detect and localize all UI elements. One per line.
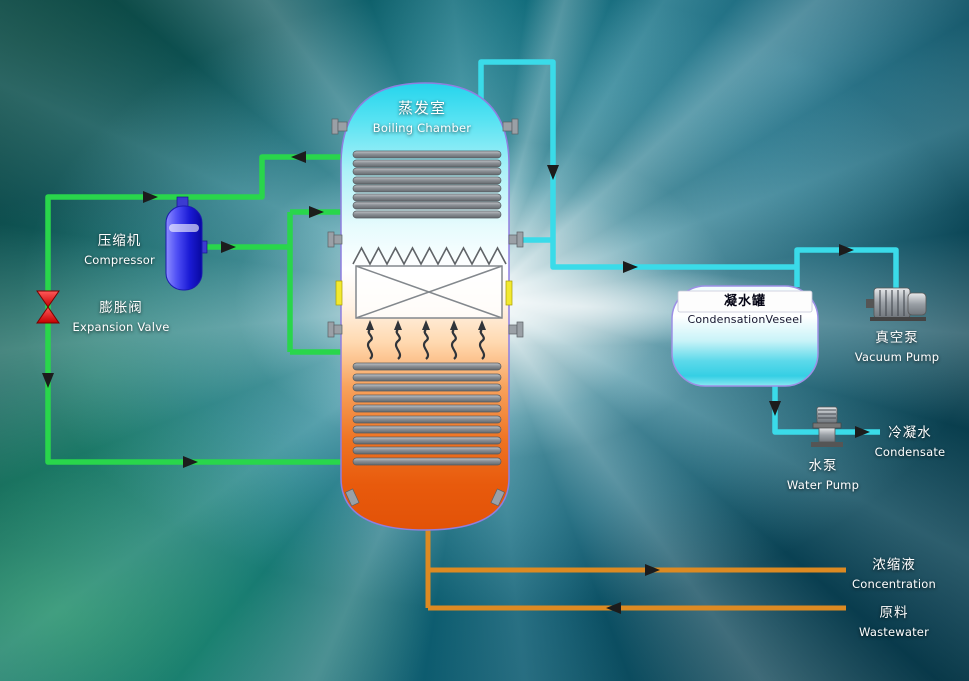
cyan-pipe-vacuum-branch (794, 247, 899, 290)
wastewater-label: 原料 Wastewater (850, 604, 938, 640)
pipes-layer (45, 59, 899, 611)
vacuum-pump-icon (866, 287, 927, 321)
boiling-chamber-vessel (327, 82, 524, 531)
vacuum-pump-label-en: Vacuum Pump (854, 349, 940, 364)
condensate-label: 冷凝水 Condensate (866, 424, 954, 460)
condensation-vessel-icon (671, 285, 819, 387)
concentration-label-zh: 浓缩液 (872, 557, 916, 573)
arrow-green-down-valve (42, 373, 54, 388)
condensation-vessel-label: 凝水罐 CondensationVeseel (672, 293, 818, 328)
arrow-cyan-to-tank (623, 261, 638, 273)
water-pump-label: 水泵 Water Pump (780, 457, 866, 493)
arrow-green-return (183, 456, 198, 468)
arrow-cyan-down (547, 165, 559, 180)
condensation-vessel-label-zh: 凝水罐 (723, 294, 766, 309)
compressor-label-en: Compressor (84, 252, 155, 267)
expansion-valve-label: 膨胀阀 Expansion Valve (62, 299, 180, 335)
arrow-cyan-to-vacuum (839, 244, 854, 256)
vacuum-pump-label: 真空泵 Vacuum Pump (853, 329, 941, 365)
expansion-valve-label-en: Expansion Valve (72, 319, 170, 334)
arrow-orange-feed (606, 602, 621, 614)
boiling-chamber-label-zh: 蒸发室 (397, 99, 446, 117)
water-pump-label-en: Water Pump (786, 477, 860, 492)
compressor-label-zh: 压缩机 (97, 233, 142, 249)
demister-zigzag (352, 246, 507, 266)
arrow-green-to-compressor (143, 191, 158, 203)
water-pump-icon (811, 406, 843, 447)
arrow-cyan-tank-out (769, 401, 781, 416)
wastewater-label-zh: 原料 (879, 605, 909, 621)
orange-pipe-feed-concentrate (425, 528, 846, 611)
compressor-icon (165, 196, 208, 291)
concentration-label: 浓缩液 Concentration (845, 556, 943, 592)
boiling-chamber-label-en: Boiling Chamber (372, 120, 472, 135)
exchanger-box (335, 265, 513, 319)
top-coil (352, 150, 502, 219)
cyan-pipe-vapor-main (478, 59, 797, 270)
cyan-pipe-condensate-out (772, 384, 880, 435)
concentration-label-en: Concentration (852, 576, 936, 591)
green-pipe-compressor-discharge (202, 209, 341, 355)
wastewater-label-en: Wastewater (858, 624, 930, 639)
condensation-vessel-label-en: CondensationVeseel (687, 312, 803, 326)
arrow-green-into-vessel (309, 206, 324, 218)
expansion-valve-label-zh: 膨胀阀 (99, 300, 143, 316)
boiling-chamber-label: 蒸发室 Boiling Chamber (352, 98, 492, 136)
water-pump-label-zh: 水泵 (808, 458, 838, 474)
vapor-arrows (366, 320, 486, 360)
sight-glass-right (505, 280, 513, 306)
arrow-cyan-condensate (855, 426, 870, 438)
flow-arrows (42, 151, 870, 614)
expansion-valve-icon (36, 290, 60, 324)
vacuum-pump-label-zh: 真空泵 (875, 330, 919, 346)
compressor-label: 压缩机 Compressor (72, 232, 167, 268)
arrow-orange-concentrate (645, 564, 660, 576)
vessel-nozzles (327, 118, 524, 507)
condensate-label-zh: 冷凝水 (888, 425, 932, 441)
condensate-label-en: Condensate (874, 444, 946, 459)
arrow-green-vessel-out (291, 151, 306, 163)
bottom-coil (352, 362, 502, 466)
sight-glass-left (335, 280, 343, 306)
arrow-green-discharge (221, 241, 236, 253)
